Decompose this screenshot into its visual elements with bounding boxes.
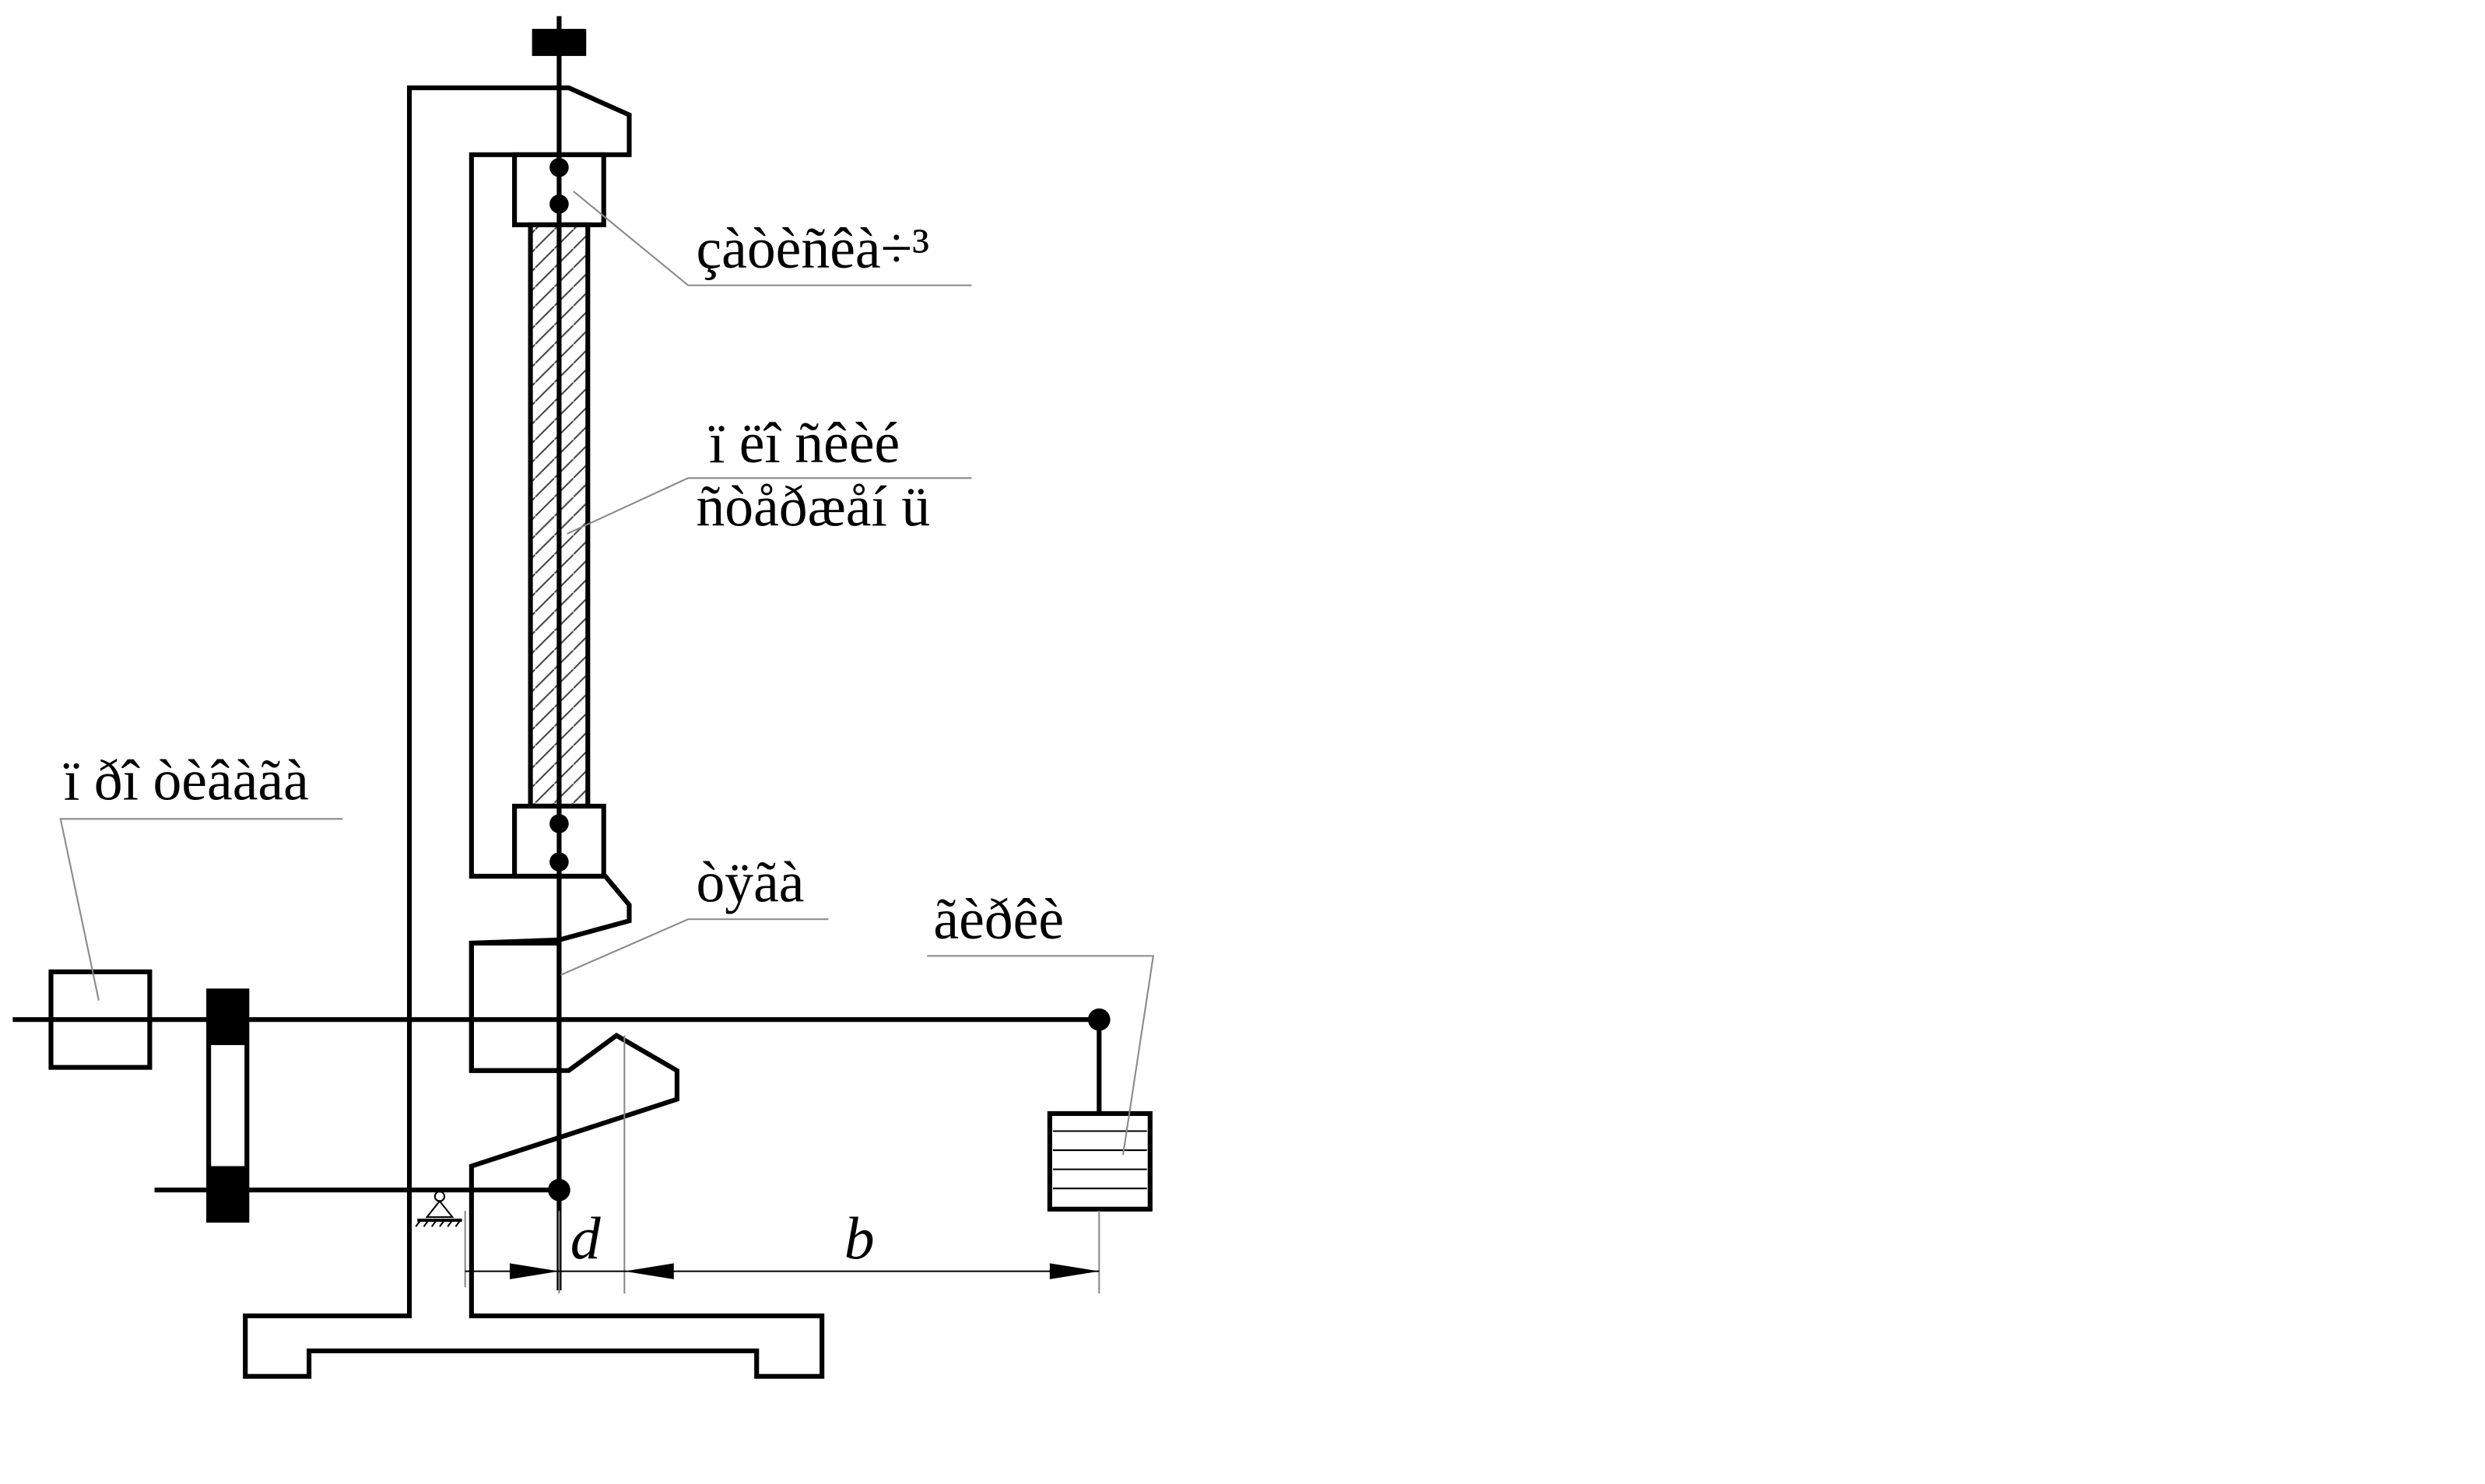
counterweight-box [48, 969, 153, 1070]
pin-bottom-2 [549, 852, 569, 872]
leader-specimen [567, 477, 972, 535]
wheel-top-cap [209, 991, 247, 1045]
dim-arrow-d-left [624, 1263, 674, 1279]
label-specimen-line1: ï ëî ñêèé [708, 411, 900, 475]
label-rod: òÿãà [696, 851, 804, 914]
pivot-support-icon [415, 1191, 462, 1227]
dim-arrow-b-right [1049, 1263, 1100, 1279]
label-specimen-line2: ñòåðæåí ü [696, 475, 930, 539]
lever-end-pin [1087, 1008, 1111, 1031]
rod-block [469, 940, 562, 1073]
leader-weights [927, 955, 1155, 1156]
weight-block [1047, 1110, 1153, 1212]
top-cap [532, 29, 587, 56]
dim-label-d: d [570, 1205, 602, 1272]
lower-pivot-pin [548, 1178, 570, 1202]
label-clamp: çàòèñêà÷³ [696, 216, 929, 280]
wheel-bottom-cap [209, 1166, 247, 1221]
wheel-body [206, 988, 250, 1223]
pin-bottom-1 [549, 814, 569, 833]
leader-clamp [573, 191, 972, 286]
leader-rod [560, 918, 829, 976]
leader-counterweight [59, 818, 343, 1001]
pin-top-1 [549, 157, 569, 177]
dim-label-b: b [844, 1205, 875, 1272]
dim-arrow-d-right [509, 1263, 560, 1279]
pin-top-2 [549, 194, 569, 214]
label-weights: ãèðêè [933, 887, 1064, 951]
label-counterweight: ï ðî òèâàãà [63, 749, 309, 812]
frame [243, 85, 825, 1379]
